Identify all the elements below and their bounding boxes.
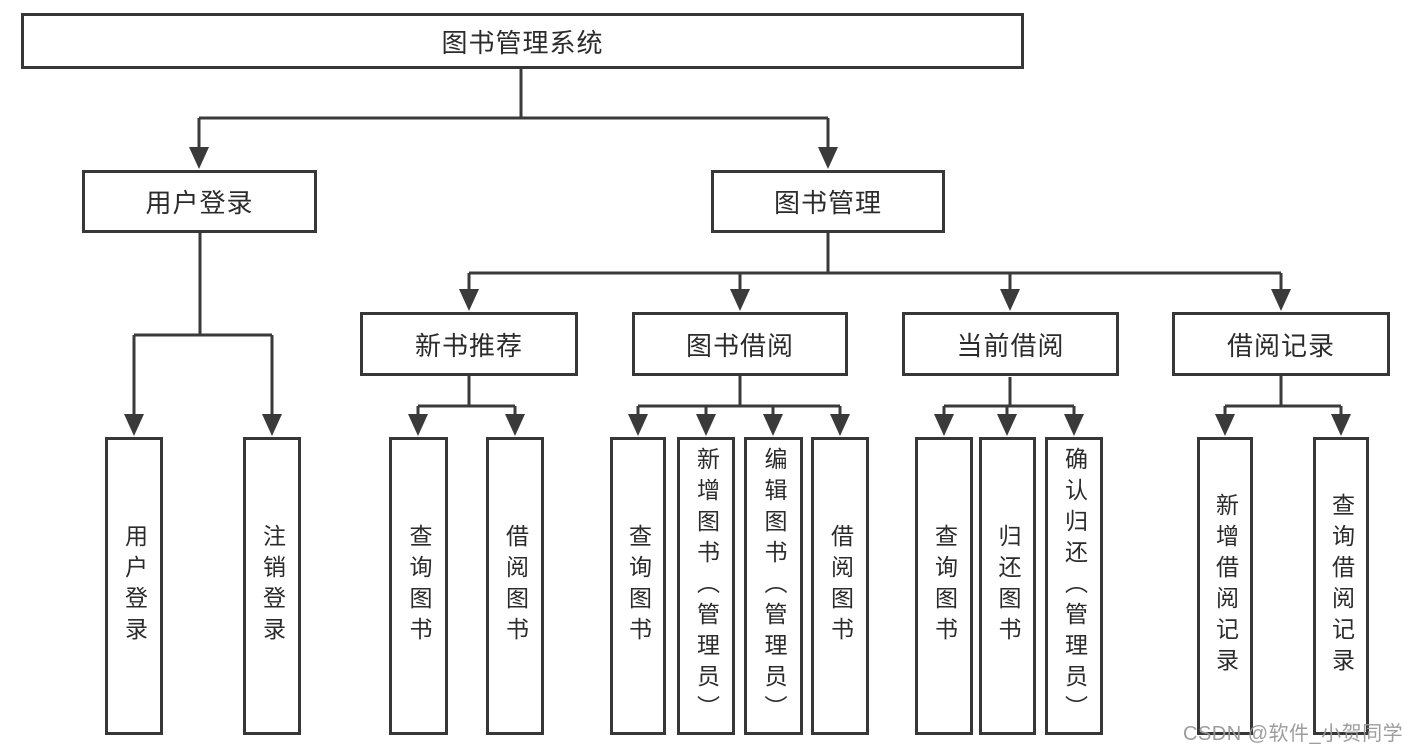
- leaf-label: 注销登录: [259, 524, 286, 648]
- leaf-label: 用户登录: [121, 524, 148, 648]
- leaf-borrowing-query-books: 查询图书: [610, 437, 666, 735]
- node-new-book-recommendation: 新书推荐: [360, 312, 578, 376]
- watermark: CSDN @软件_小贺同学: [1183, 723, 1404, 745]
- leaf-edit-books-admin: 编辑图书（管理员）: [744, 437, 803, 735]
- leaf-label: 确认归还（管理员）: [1061, 446, 1088, 726]
- leaf-label: 新增图书（管理员）: [693, 446, 720, 726]
- leaf-user-login: 用户登录: [105, 437, 163, 735]
- leaf-newbook-query-books: 查询图书: [389, 437, 448, 735]
- leaf-return-books: 归还图书: [979, 437, 1036, 735]
- leaf-add-borrow-record: 新增借阅记录: [1197, 437, 1253, 735]
- leaf-newbook-borrow-books: 借阅图书: [486, 437, 544, 735]
- node-borrowing-records: 借阅记录: [1172, 312, 1390, 376]
- node-current-borrowing: 当前借阅: [902, 312, 1119, 376]
- leaf-borrowing-borrow-books: 借阅图书: [811, 437, 869, 735]
- leaf-label: 新增借阅记录: [1212, 493, 1239, 679]
- leaf-label: 借阅图书: [827, 524, 854, 648]
- node-user-login: 用户登录: [82, 170, 317, 233]
- leaf-confirm-return-admin: 确认归还（管理员）: [1045, 437, 1103, 735]
- node-book-borrowing: 图书借阅: [632, 312, 848, 376]
- node-library-management-system: 图书管理系统: [21, 13, 1024, 69]
- leaf-label: 归还图书: [995, 524, 1021, 648]
- leaf-label: 查询图书: [406, 524, 432, 648]
- leaf-label: 查询图书: [625, 524, 652, 648]
- leaf-label: 借阅图书: [502, 524, 529, 648]
- leaf-query-borrow-record: 查询借阅记录: [1313, 437, 1369, 735]
- node-book-management: 图书管理: [711, 170, 945, 233]
- leaf-current-query-books: 查询图书: [915, 437, 973, 735]
- leaf-label: 编辑图书（管理员）: [761, 446, 787, 726]
- leaf-logout: 注销登录: [243, 437, 301, 735]
- leaf-label: 查询图书: [931, 524, 958, 648]
- leaf-label: 查询借阅记录: [1328, 493, 1355, 679]
- leaf-add-books-admin: 新增图书（管理员）: [677, 437, 735, 735]
